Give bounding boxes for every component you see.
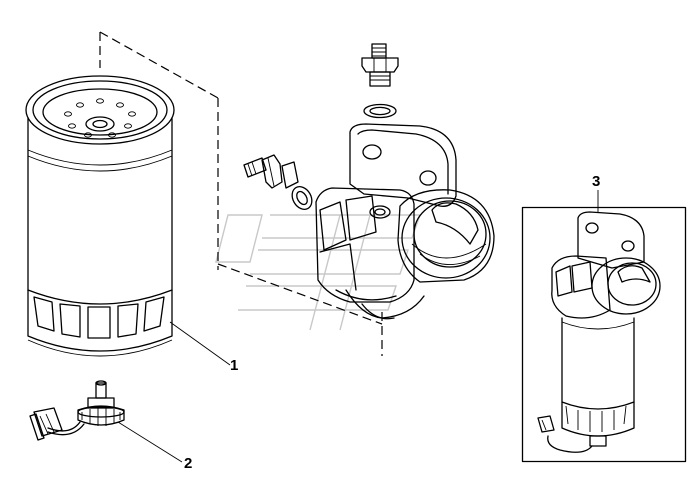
callout-1: 1 xyxy=(230,357,239,374)
watermark-logo xyxy=(215,214,421,331)
callout-3: 3 xyxy=(592,173,601,190)
callout-2: 2 xyxy=(184,455,193,472)
leader-lines xyxy=(117,190,599,463)
filter-assembly-icon xyxy=(537,211,661,453)
filter-head-fittings xyxy=(243,43,399,210)
water-sensor-icon xyxy=(29,380,125,441)
fuel-filter-cartridge-icon xyxy=(25,75,175,357)
filter-head-icon xyxy=(315,123,495,320)
assembly-guide-lines xyxy=(99,31,383,356)
assembly-frame xyxy=(521,206,687,463)
